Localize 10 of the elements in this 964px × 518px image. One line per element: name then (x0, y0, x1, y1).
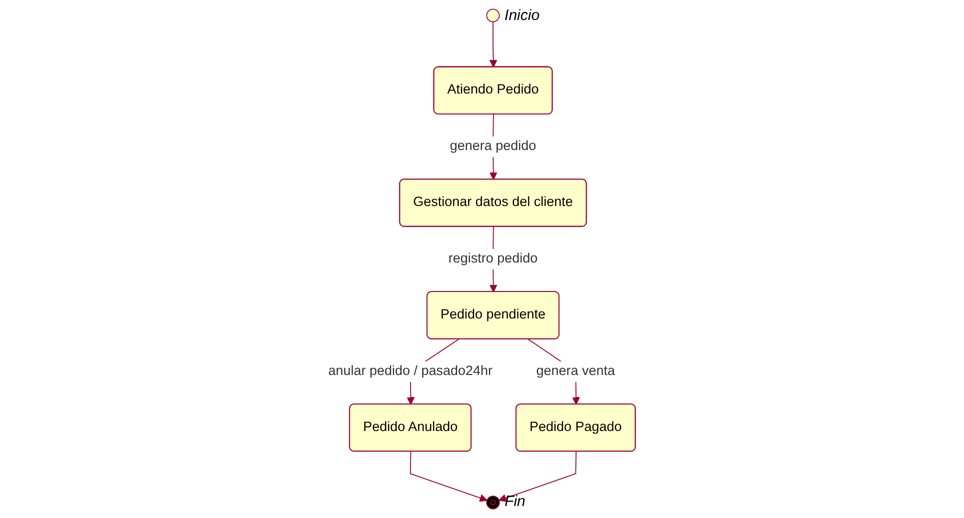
arrow (490, 21, 498, 68)
edge-label: genera venta (536, 363, 616, 378)
edge-label: registro pedido (448, 250, 538, 266)
state-caption: Fin (504, 493, 526, 510)
state-caption: Inicio (504, 6, 540, 24)
edge-label: anular pedido / pasado24hr (328, 363, 493, 378)
arrow (410, 451, 488, 502)
edge-label: genera pedido (450, 138, 536, 154)
arrow (498, 451, 577, 502)
node-circle (486, 8, 500, 22)
